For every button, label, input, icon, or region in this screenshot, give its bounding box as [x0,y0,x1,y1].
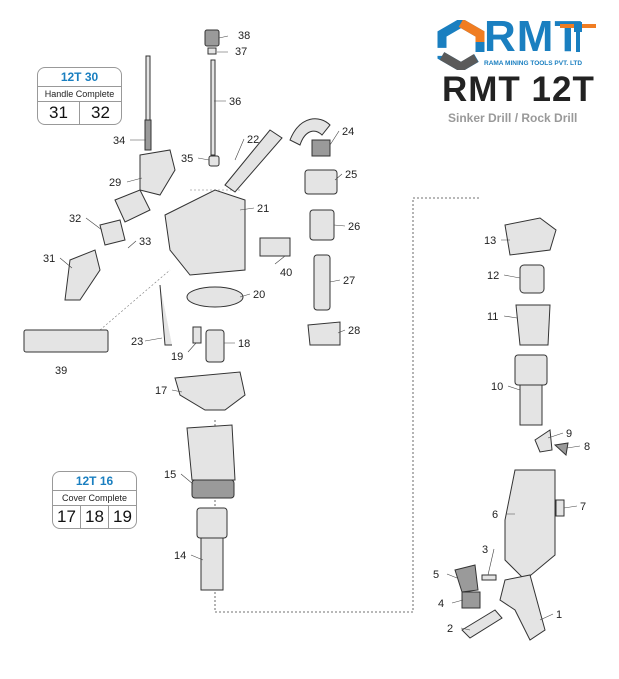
part-label: 12 [487,270,499,282]
part-label: 29 [109,177,121,189]
kit-part: 17 [57,507,76,526]
part-label: 35 [181,153,193,165]
part-label: 15 [164,469,176,481]
part-label: 8 [584,441,590,453]
part-label: 36 [229,96,241,108]
kit-handle-complete: 12T 30 Handle Complete 31 32 [37,67,122,125]
part-label: 38 [238,30,250,42]
part-label: 3 [482,544,488,556]
part-label: 10 [491,381,503,393]
part-label: 1 [556,609,562,621]
kit-code: 12T 30 [38,68,121,87]
part-label: 37 [235,46,247,58]
part-label: 13 [484,235,496,247]
part-label: 20 [253,289,265,301]
part-label: 6 [492,509,498,521]
part-label: 21 [257,203,269,215]
logo-text: RMT [484,12,583,61]
company-name: RAMA MINING TOOLS PVT. LTD [484,60,583,67]
part-label: 28 [348,325,360,337]
kit-part: 19 [108,506,136,528]
kit-part: 18 [80,506,108,528]
part-label: 2 [447,623,453,635]
part-label: 39 [55,365,67,377]
part-label: 40 [280,267,292,279]
part-label: 22 [247,134,259,146]
part-label: 11 [487,311,498,323]
kit-description: Handle Complete [38,87,121,102]
part-label: 27 [343,275,355,287]
part-labels: 38 37 36 34 22 24 35 29 25 21 32 33 26 3… [43,30,590,635]
part-label: 4 [438,598,444,610]
model-subtitle: Sinker Drill / Rock Drill [448,111,578,125]
part-label: 23 [131,336,143,348]
kit-part: 32 [79,102,121,124]
kit-description: Cover Complete [53,491,136,506]
part-label: 26 [348,221,360,233]
part-label: 19 [171,351,183,363]
part-label: 24 [342,126,354,138]
part-label: 32 [69,213,81,225]
hexagon-logo-icon [437,20,485,70]
assembly-guide-line [214,197,480,613]
part-label: 17 [155,385,167,397]
part-label: 9 [566,428,572,440]
part-label: 14 [174,550,186,562]
part-label: 7 [580,501,586,513]
part-label: 18 [238,338,250,350]
kit-part: 31 [49,103,68,122]
part-shapes [23,29,569,641]
leader-lines [59,35,581,631]
part-label: 33 [139,236,151,248]
part-label: 31 [43,253,55,265]
part-label: 34 [113,135,125,147]
part-label: 25 [345,169,357,181]
kit-code: 12T 16 [53,472,136,491]
part-label: 5 [433,569,439,581]
model-title: RMT 12T [442,70,595,109]
